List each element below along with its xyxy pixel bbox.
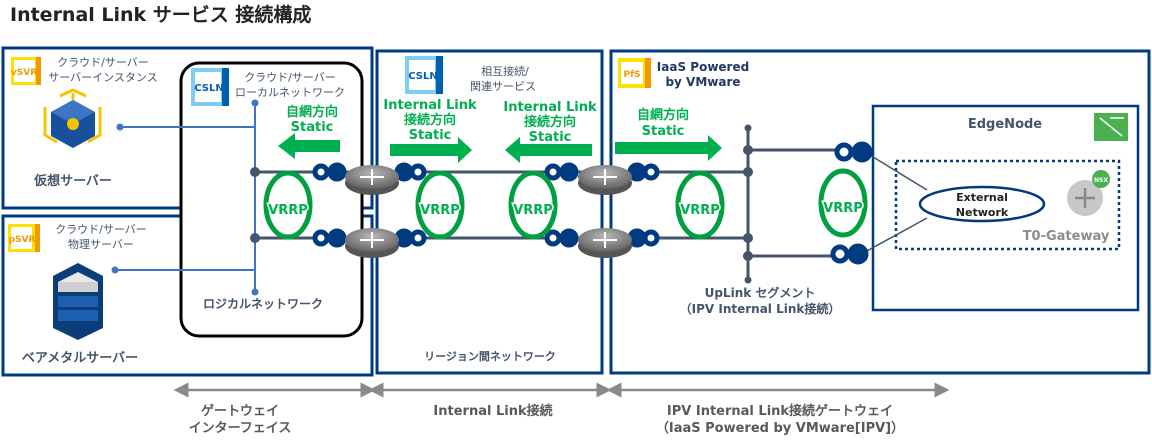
local-label-1: クラウド/サーバー (244, 71, 336, 84)
psvr-caption: ベアメタルサーバー (22, 351, 138, 366)
psvr-badge-icon: pSVR (8, 224, 40, 252)
vrrp-loops (263, 168, 868, 240)
psvr-label-1: クラウド/サーバー (55, 223, 147, 236)
vrrp-label: VRRP (268, 203, 308, 218)
port-icons (312, 141, 873, 265)
vrrp-label: VRRP (420, 203, 460, 218)
vsvr-badge-icon: vSVR (11, 57, 41, 85)
vsvr-label-2: サーバーインスタンス (48, 71, 157, 84)
vsvr-label-1: クラウド/サーバー (57, 56, 149, 69)
middle-left-static-3: Static (409, 128, 452, 143)
middle-right-static-1: Internal Link (503, 100, 597, 115)
virtual-server-icon (43, 88, 102, 148)
local-csln-badge-icon: CSLN (191, 68, 229, 106)
middle-label-2: 関連サービス (470, 79, 536, 93)
middle-label-1: 相互接続/ (481, 64, 529, 78)
uplink-segment-lines (743, 124, 928, 284)
vsvr-caption: 仮想サーバー (33, 173, 112, 189)
middle-badge-text: CSLN (408, 71, 437, 82)
middle-caption: リージョン間ネットワーク (424, 350, 556, 363)
external-network-node (918, 185, 1046, 223)
gateway-interface-label-2: インターフェイス (189, 421, 292, 436)
pfs-badge-icon: PfS (618, 58, 651, 88)
page-title: Internal Link サービス 接続構成 (10, 3, 311, 26)
middle-right-static-3: Static (529, 130, 572, 145)
local-network-frame (179, 61, 364, 338)
middle-frame (375, 49, 604, 375)
t0-router-icon: NSX (1067, 170, 1110, 216)
nsx-edge-icon (1094, 113, 1128, 141)
external-network-label-1: External (956, 191, 1008, 204)
internal-link-label: Internal Link接続 (433, 403, 552, 419)
static-arrows (278, 133, 722, 163)
psvr-badge-text: pSVR (9, 235, 36, 245)
edgenode-frame (871, 104, 1140, 312)
uplink-label-1: UpLink セグメント (705, 285, 816, 300)
t0-gateway-frame (894, 159, 1121, 251)
ipv-gateway-label-2: （IaaS Powered by VMware[IPV]） (656, 420, 904, 436)
local-static-2: Static (291, 120, 334, 135)
vrrp-label: VRRP (680, 203, 720, 218)
router-icons (345, 165, 632, 258)
bare-metal-server-icon (53, 263, 103, 340)
local-badge-text: CSLN (194, 83, 223, 94)
middle-left-static-1: Internal Link (383, 98, 477, 113)
middle-csln-badge-icon: CSLN (405, 56, 443, 94)
vrrp-label: VRRP (513, 203, 553, 218)
uplink-label-2: （IPV Internal Link接続） (680, 301, 841, 316)
vrrp-label: VRRP (823, 201, 863, 216)
pfs-badge-text: PfS (624, 70, 641, 80)
local-label-2: ローカルネットワーク (235, 86, 345, 99)
t0-gateway-label: T0-Gateway (1023, 229, 1110, 244)
local-caption: ロジカルネットワーク (203, 297, 323, 311)
middle-left-static-2: 接続方向 (404, 112, 456, 128)
ipv-label-1: IaaS Powered (657, 60, 749, 74)
external-network-label-2: Network (956, 206, 1009, 219)
vsvr-badge-text: vSVR (11, 68, 37, 78)
ipv-gateway-label-1: IPV Internal Link接続ゲートウェイ (667, 403, 893, 419)
gateway-interface-label-1: ゲートウェイ (201, 403, 279, 419)
ipv-static-1: 自網方向 (637, 107, 689, 123)
middle-right-static-2: 接続方向 (524, 114, 576, 130)
ipv-label-2: by VMware (665, 75, 740, 89)
edgenode-title: EdgeNode (968, 117, 1042, 132)
ipv-static-2: Static (642, 124, 685, 139)
nsx-badge-text: NSX (1094, 177, 1108, 184)
ipv-frame (609, 49, 1151, 375)
local-static-1: 自網方向 (286, 104, 338, 120)
psvr-label-2: 物理サーバー (68, 237, 134, 251)
